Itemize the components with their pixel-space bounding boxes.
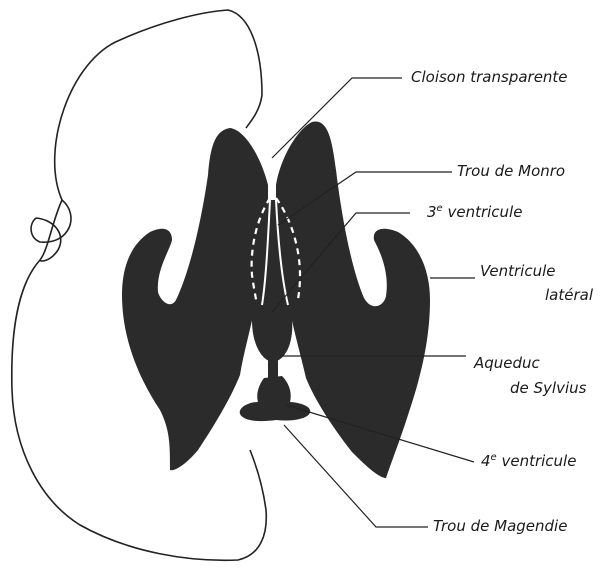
fourth-ventricle — [240, 376, 310, 421]
label-magendie: Trou de Magendie — [433, 517, 567, 535]
label-fourth-number: 4 — [481, 452, 491, 470]
label-fourth-ventricle: 4e ventricule — [481, 452, 576, 470]
label-third-rest: ventricule — [443, 203, 523, 221]
label-monro: Trou de Monro — [457, 162, 565, 180]
lateral-ventricle-right — [276, 122, 430, 478]
label-lateral-1: Ventricule — [480, 262, 555, 280]
label-third-ventricle: 3e ventricule — [427, 203, 522, 221]
aqueduct — [268, 340, 278, 380]
label-third-number: 3 — [427, 203, 437, 221]
septum-gap — [268, 160, 276, 200]
label-aqueduc-1: Aqueduc — [473, 354, 541, 372]
label-cloison: Cloison transparente — [411, 68, 568, 86]
label-aqueduc-2: de Sylvius — [510, 379, 587, 397]
label-fourth-rest: ventricule — [497, 452, 577, 470]
label-lateral-2: latéral — [545, 286, 594, 304]
